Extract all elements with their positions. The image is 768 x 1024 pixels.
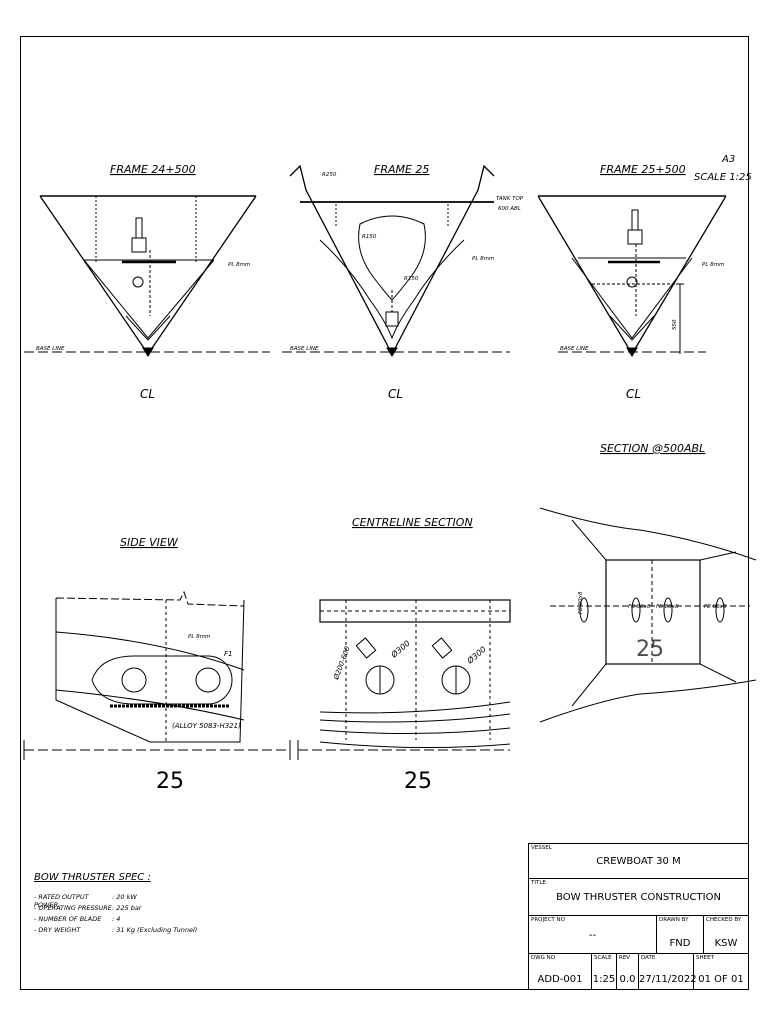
frame-25-500-title: FRAME 25+500	[600, 163, 686, 176]
centreline-frame-number: 25	[404, 769, 432, 794]
sheet-size: A3	[721, 154, 735, 165]
checked-by-cell: CHECKED BY KSW	[704, 916, 749, 954]
frame-25-500-dim: 550	[672, 319, 678, 330]
frame-25-dim-r150-2: R150	[404, 276, 419, 282]
frame-24-500-title: FRAME 24+500	[110, 163, 196, 176]
frame-25-tank-top: TANK TOP	[496, 196, 524, 202]
side-view-plate: PL 8mm	[188, 634, 210, 640]
spec-row: - RATED OUTPUT POWER: 20 kW	[34, 893, 137, 909]
centreline-dia-2: Ø300	[464, 644, 488, 666]
section-plate-4: FB 80x8	[704, 604, 727, 610]
title-block: VESSEL CREWBOAT 30 M TITLE BOW THRUSTER …	[528, 843, 749, 990]
side-view-drawing	[23, 590, 291, 760]
frame-25-baseline: BASE LINE	[290, 346, 319, 352]
frame-25-title: FRAME 25	[374, 163, 429, 176]
frame-24-500-drawing	[24, 195, 270, 357]
sheet-cell: SHEET 01 OF 01	[694, 954, 749, 990]
spec-title: BOW THRUSTER SPEC :	[34, 872, 151, 883]
frame-25-cl: CL	[388, 387, 403, 401]
section-plate-1: FB 80x8	[578, 591, 584, 614]
bow-thruster-spec: BOW THRUSTER SPEC : - RATED OUTPUT POWER…	[34, 872, 197, 937]
frame-25-500-drawing	[537, 195, 727, 357]
frame-24-500-plate: PL 8mm	[228, 262, 250, 268]
side-view-mark: F1	[224, 650, 232, 658]
centreline-section-drawing	[297, 599, 511, 760]
vessel-name: CREWBOAT 30 M	[596, 856, 681, 867]
frame-25-plate: PL 8mm	[472, 256, 494, 262]
section-title: SECTION @500ABL	[600, 442, 705, 455]
centreline-dia-1: Ø300	[388, 638, 412, 660]
frame-25-drawing	[282, 164, 510, 357]
side-view-note: (ALLOY 5083-H321)	[172, 722, 241, 730]
side-view-title: SIDE VIEW	[120, 536, 179, 549]
frame-24-500-baseline: BASE LINE	[36, 346, 65, 352]
date-cell: DATE 27/11/2022	[639, 954, 697, 990]
frame-25-500-plate: PL 8mm	[702, 262, 724, 268]
vessel-cell: VESSEL CREWBOAT 30 M	[529, 844, 749, 879]
drawing-border	[20, 36, 749, 990]
frame-25-tank-top-abl: 600 ABL	[498, 206, 521, 212]
section-plate-2: FB 80x8	[628, 604, 651, 610]
centreline-title: CENTRELINE SECTION	[352, 516, 473, 529]
spec-row: - OPERATING PRESSURE: 225 bar	[34, 904, 142, 912]
frame-24-500-cl: CL	[140, 387, 155, 401]
scale-cell: SCALE 1:25	[592, 954, 617, 990]
section-frame-number: 25	[636, 637, 664, 662]
rev-cell: REV 0.0	[617, 954, 639, 990]
frame-25-500-baseline: BASE LINE	[560, 346, 589, 352]
dwg-no-cell: DWG NO ADD-001	[529, 954, 592, 990]
drawn-by-cell: DRAWN BY FND	[657, 916, 704, 954]
frame-25-dim-r150: R150	[362, 234, 377, 240]
centreline-dim: Ø200-600	[332, 645, 352, 682]
frame-25-500-cl: CL	[626, 387, 641, 401]
sheet-scale: SCALE 1:25	[694, 172, 752, 183]
project-cell: PROJECT NO --	[529, 916, 657, 954]
drawing-title: BOW THRUSTER CONSTRUCTION	[556, 892, 721, 903]
frame-25-dim-r250: R250	[322, 172, 337, 178]
spec-row: - NUMBER OF BLADE: 4	[34, 915, 121, 923]
section-500abl-drawing	[539, 507, 757, 723]
title-cell: TITLE BOW THRUSTER CONSTRUCTION	[529, 879, 749, 916]
section-plate-3: FB 80x8	[656, 604, 679, 610]
spec-row: - DRY WEIGHT: 31 Kg (Excluding Tunnel)	[34, 926, 198, 934]
side-view-frame-number: 25	[156, 769, 184, 794]
